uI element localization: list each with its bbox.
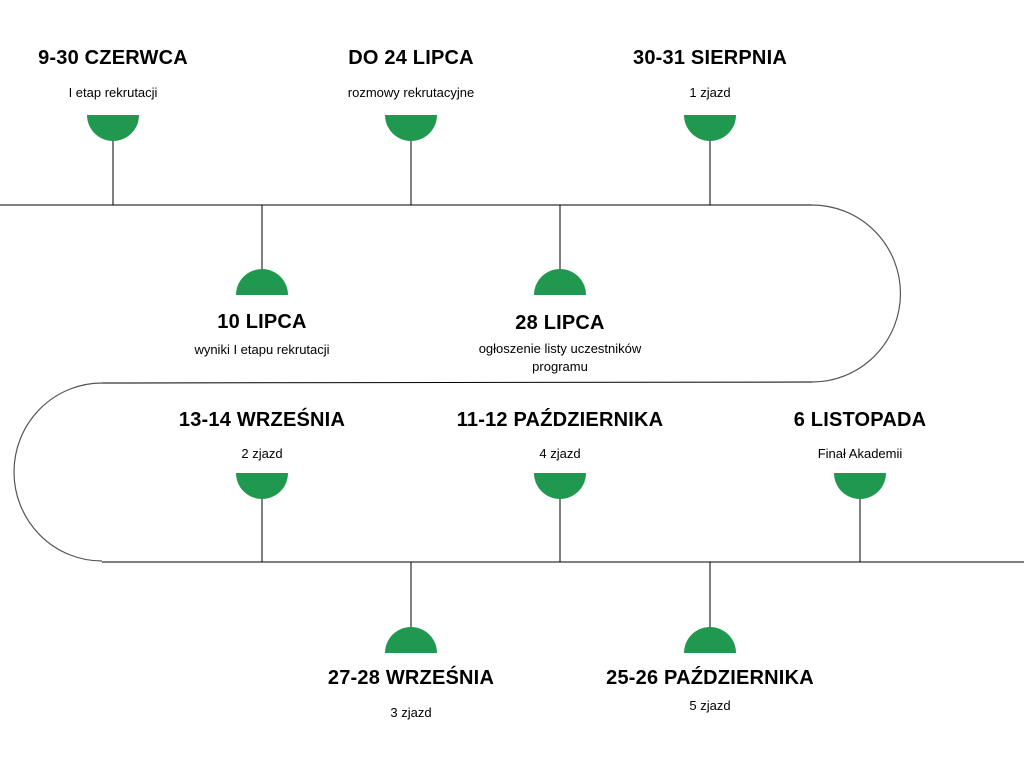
timeline-line-middle bbox=[101, 381, 813, 384]
marker-10-lipca bbox=[236, 269, 288, 295]
marker-27-28-wrzesnia bbox=[385, 627, 437, 653]
marker-30-31-sierpnia bbox=[684, 115, 736, 141]
marker-11-12-pazdziernika bbox=[534, 473, 586, 499]
event-description: wyniki I etapu rekrutacji bbox=[194, 342, 330, 357]
timeline-curve-right bbox=[811, 204, 902, 383]
event-title: 25-26 PAŹDZIERNIKA bbox=[606, 667, 814, 689]
event-title: DO 24 LIPCA bbox=[348, 47, 474, 69]
event-title: 6 LISTOPADA bbox=[793, 409, 927, 431]
marker-13-14-wrzesnia bbox=[236, 473, 288, 499]
marker-28-lipca bbox=[534, 269, 586, 295]
event-title: 28 LIPCA bbox=[515, 312, 605, 334]
event-title: 10 LIPCA bbox=[217, 311, 307, 333]
timeline-curve-left bbox=[13, 382, 103, 562]
event-title: 27-28 WRZEŚNIA bbox=[327, 667, 495, 689]
event-title: 30-31 SIERPNIA bbox=[633, 47, 787, 69]
event-description: 4 zjazd bbox=[539, 446, 581, 461]
marker-6-listopada bbox=[834, 473, 886, 499]
event-description: I etap rekrutacji bbox=[68, 85, 158, 100]
event-title: 9-30 CZERWCA bbox=[38, 47, 188, 69]
event-description: Finał Akademii bbox=[817, 446, 903, 461]
event-description: ogłoszenie listy uczestników programu bbox=[478, 341, 642, 374]
event-description: 2 zjazd bbox=[241, 446, 283, 461]
marker-25-26-pazdziernika bbox=[684, 627, 736, 653]
marker-9-30-czerwca bbox=[87, 115, 139, 141]
event-title: 11-12 PAŹDZIERNIKA bbox=[456, 409, 664, 431]
event-title: 13-14 WRZEŚNIA bbox=[178, 409, 346, 431]
event-description: 3 zjazd bbox=[390, 705, 432, 720]
event-description: 1 zjazd bbox=[689, 85, 731, 100]
marker-do-24-lipca bbox=[385, 115, 437, 141]
event-description: rozmowy rekrutacyjne bbox=[347, 85, 475, 100]
event-description: 5 zjazd bbox=[689, 698, 731, 713]
